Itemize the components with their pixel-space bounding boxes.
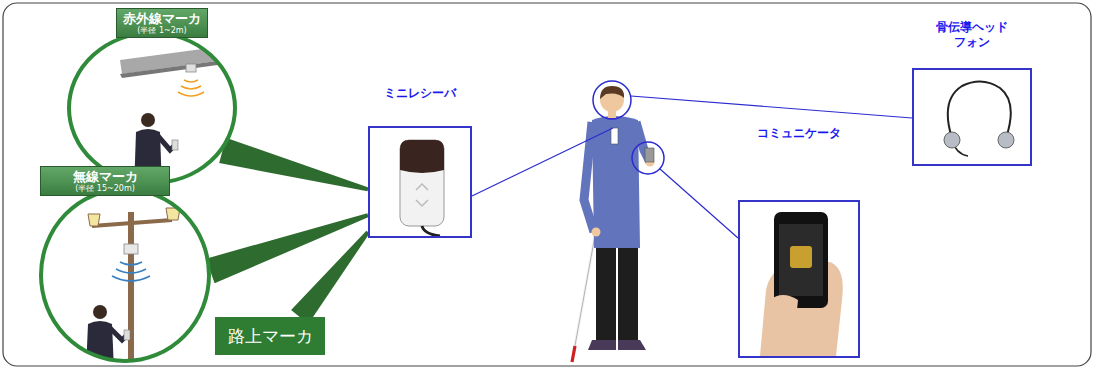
leader-line (472, 128, 613, 196)
circle-outline (41, 189, 209, 361)
device-heading: 骨伝導ヘッド フォン (936, 20, 1008, 50)
outer-frame (3, 3, 1091, 366)
marker-name: 路上マーカ (228, 325, 313, 348)
receiver-photo (400, 140, 444, 236)
device-name: ミニレシーバ (384, 86, 456, 100)
headphone-photo (944, 81, 1014, 156)
circle-outline (38, 186, 212, 364)
wireless-scene (41, 188, 209, 369)
range-note: (半径 1~2m) (123, 26, 201, 35)
signal-wedge (219, 138, 368, 192)
signal-wedge (219, 138, 368, 192)
circle-outline (66, 30, 238, 186)
marker-circle: 無線マーカ(半径 15~20m) (38, 166, 212, 364)
marker-name: 無線マーカ (47, 169, 163, 184)
signal-wedge (291, 231, 370, 324)
circle-outline (69, 33, 235, 183)
device-name: 骨伝導ヘッド フォン (936, 20, 1008, 49)
device-name: コミュニケータ (757, 126, 841, 140)
photo-frame (738, 200, 860, 358)
leader-line (631, 96, 912, 118)
signal-wedge (206, 213, 369, 283)
signal-wedge (206, 213, 369, 283)
photo-frame (368, 126, 472, 238)
photo-frame (912, 68, 1032, 166)
leader-line (660, 169, 738, 238)
device-box: コミュニケータ (738, 126, 860, 358)
device-box: 骨伝導ヘッド フォン (912, 20, 1032, 166)
communicator-photo (760, 212, 843, 356)
person-figure (572, 81, 664, 362)
device-heading: コミュニケータ (757, 126, 841, 141)
marker-name: 赤外線マーカ (123, 11, 201, 26)
range-note: (半径 15~20m) (47, 184, 163, 193)
marker-label: 赤外線マーカ(半径 1~2m) (116, 8, 208, 38)
marker-box: 路上マーカ (215, 317, 325, 355)
marker-label: 無線マーカ(半径 15~20m) (40, 166, 170, 196)
marker-circle: 赤外線マーカ(半径 1~2m) (66, 8, 238, 186)
device-heading: ミニレシーバ (384, 86, 456, 101)
device-box: ミニレシーバ (368, 86, 472, 238)
signal-wedge (291, 231, 370, 324)
